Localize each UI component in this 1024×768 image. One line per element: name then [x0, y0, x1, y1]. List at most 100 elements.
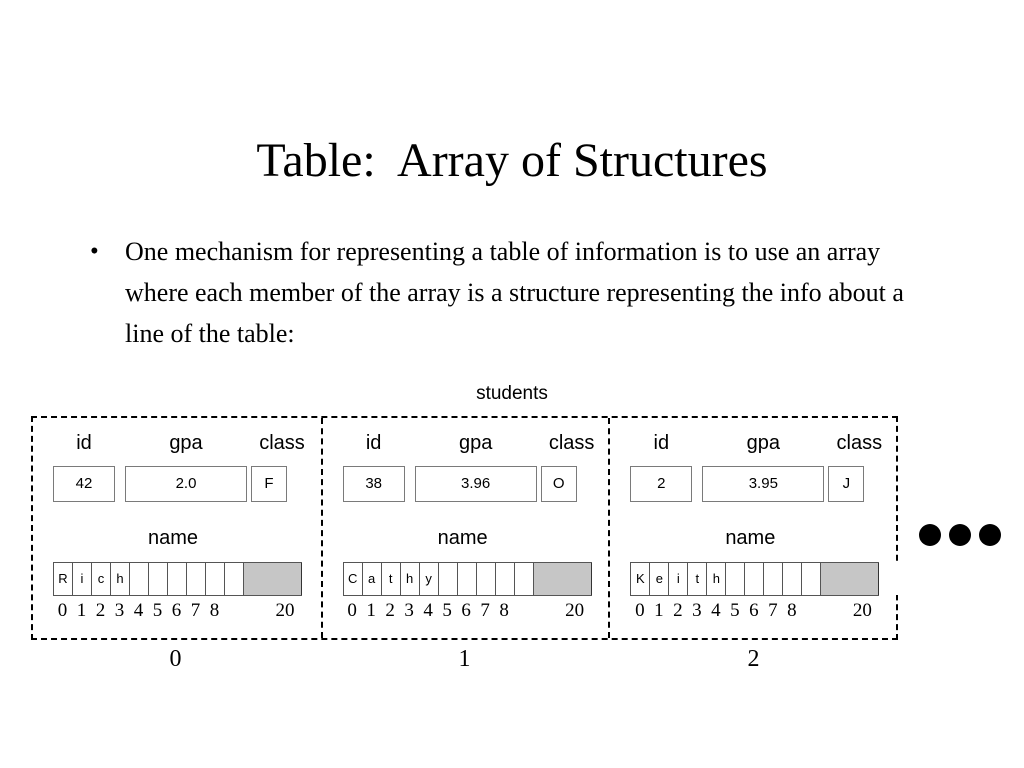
field-label-class: class — [548, 432, 595, 454]
field-value-class: F — [251, 466, 287, 502]
index-tick: 5 — [442, 600, 452, 621]
index-tick-last: 20 — [852, 600, 872, 621]
char-cell — [225, 563, 244, 595]
char-cell: h — [707, 563, 727, 595]
continuation-ellipsis-icon — [919, 523, 1001, 547]
field-header-row: id gpa class — [610, 430, 896, 456]
char-cell — [726, 563, 746, 595]
char-cell — [802, 563, 822, 595]
char-cell-last — [591, 563, 612, 595]
index-tick: 3 — [404, 600, 414, 621]
field-label-gpa: gpa — [458, 432, 493, 454]
index-tick: 0 — [57, 600, 68, 621]
char-cell-last — [879, 563, 900, 595]
index-tick: 0 — [635, 600, 645, 621]
index-tick: 4 — [133, 600, 144, 621]
field-label-id: id — [76, 432, 92, 454]
field-value-row: 2 3.95 J — [610, 466, 896, 502]
field-value-row: 38 3.96 O — [323, 466, 609, 502]
char-cell-unused-region — [821, 563, 880, 595]
char-cell-unused-region — [533, 563, 592, 595]
index-tick: 2 — [385, 600, 395, 621]
char-cell: i — [669, 563, 689, 595]
field-header-row: id gpa class — [33, 430, 321, 456]
struct-element-0: id gpa class 42 2.0 F name R i c h — [33, 418, 322, 638]
list-item: • One mechanism for representing a table… — [86, 231, 946, 354]
char-cell: h — [400, 563, 420, 595]
char-cell — [514, 563, 534, 595]
page-title: Table: Array of Structures — [256, 134, 768, 188]
field-value-class: O — [540, 466, 577, 502]
char-cell — [764, 563, 784, 595]
char-cell — [149, 563, 168, 595]
field-value-gpa: 3.96 — [414, 466, 537, 502]
index-tick: 8 — [209, 600, 220, 621]
index-tick: 7 — [480, 600, 490, 621]
index-tick: 1 — [366, 600, 376, 621]
array-index-captions: 0 1 2 — [31, 644, 898, 674]
array-diagram: id gpa class 42 2.0 F name R i c h — [31, 416, 900, 640]
field-label-id: id — [365, 432, 382, 454]
index-tick: 4 — [423, 600, 433, 621]
index-tick: 8 — [787, 600, 797, 621]
field-value-gpa: 2.0 — [125, 466, 247, 502]
index-tick: 2 — [673, 600, 683, 621]
char-cell — [495, 563, 515, 595]
char-cell — [457, 563, 477, 595]
index-tick: 3 — [692, 600, 702, 621]
char-cell: R — [54, 563, 73, 595]
name-char-array: C a t h y — [342, 562, 612, 596]
char-cell: i — [73, 563, 92, 595]
name-char-array: R i c h — [53, 562, 322, 596]
index-ruler: 0 1 2 3 4 5 6 7 8 20 — [343, 598, 592, 624]
char-cell: e — [650, 563, 670, 595]
array-name-label: students — [476, 383, 548, 404]
field-value-id: 42 — [53, 466, 115, 502]
field-label-id: id — [653, 432, 670, 454]
char-cell — [168, 563, 187, 595]
struct-element-1: id gpa class 38 3.96 O name C a t h y — [320, 418, 612, 638]
index-tick: 0 — [347, 600, 357, 621]
char-cell — [187, 563, 206, 595]
index-tick: 7 — [190, 600, 201, 621]
char-cell — [783, 563, 803, 595]
char-cell: K — [631, 563, 651, 595]
index-tick: 1 — [76, 600, 87, 621]
bullet-list: • One mechanism for representing a table… — [86, 231, 946, 354]
field-label-class: class — [836, 432, 883, 454]
field-value-id: 38 — [342, 466, 405, 502]
field-label-name: name — [437, 527, 488, 549]
field-value-row: 42 2.0 F — [33, 466, 321, 502]
field-header-row: id gpa class — [323, 430, 609, 456]
char-cell — [130, 563, 149, 595]
field-value-class: J — [828, 466, 865, 502]
field-label-gpa: gpa — [169, 432, 203, 454]
struct-element-2: id gpa class 2 3.95 J name K e i t h — [608, 418, 900, 638]
ellipsis-dot — [979, 524, 1001, 546]
index-ruler: 0 1 2 3 4 5 6 7 8 20 — [630, 598, 879, 624]
char-cell-last — [302, 563, 322, 595]
index-tick-last: 20 — [275, 600, 295, 621]
index-tick: 1 — [654, 600, 664, 621]
array-index-2: 2 — [747, 646, 760, 672]
field-label-name: name — [725, 527, 776, 549]
index-tick: 2 — [95, 600, 106, 621]
char-cell — [476, 563, 496, 595]
index-tick: 8 — [499, 600, 509, 621]
field-label-class: class — [259, 432, 305, 454]
char-cell: t — [688, 563, 708, 595]
index-tick: 4 — [711, 600, 721, 621]
char-cell — [206, 563, 225, 595]
char-cell: c — [92, 563, 111, 595]
index-tick: 6 — [171, 600, 182, 621]
field-label-name: name — [147, 527, 199, 549]
char-cell: C — [343, 563, 363, 595]
char-cell — [438, 563, 458, 595]
array-index-0: 0 — [169, 646, 182, 672]
index-tick: 7 — [768, 600, 778, 621]
array-index-1: 1 — [458, 646, 471, 672]
name-char-array: K e i t h — [630, 562, 900, 596]
char-cell — [745, 563, 765, 595]
index-tick: 6 — [461, 600, 471, 621]
